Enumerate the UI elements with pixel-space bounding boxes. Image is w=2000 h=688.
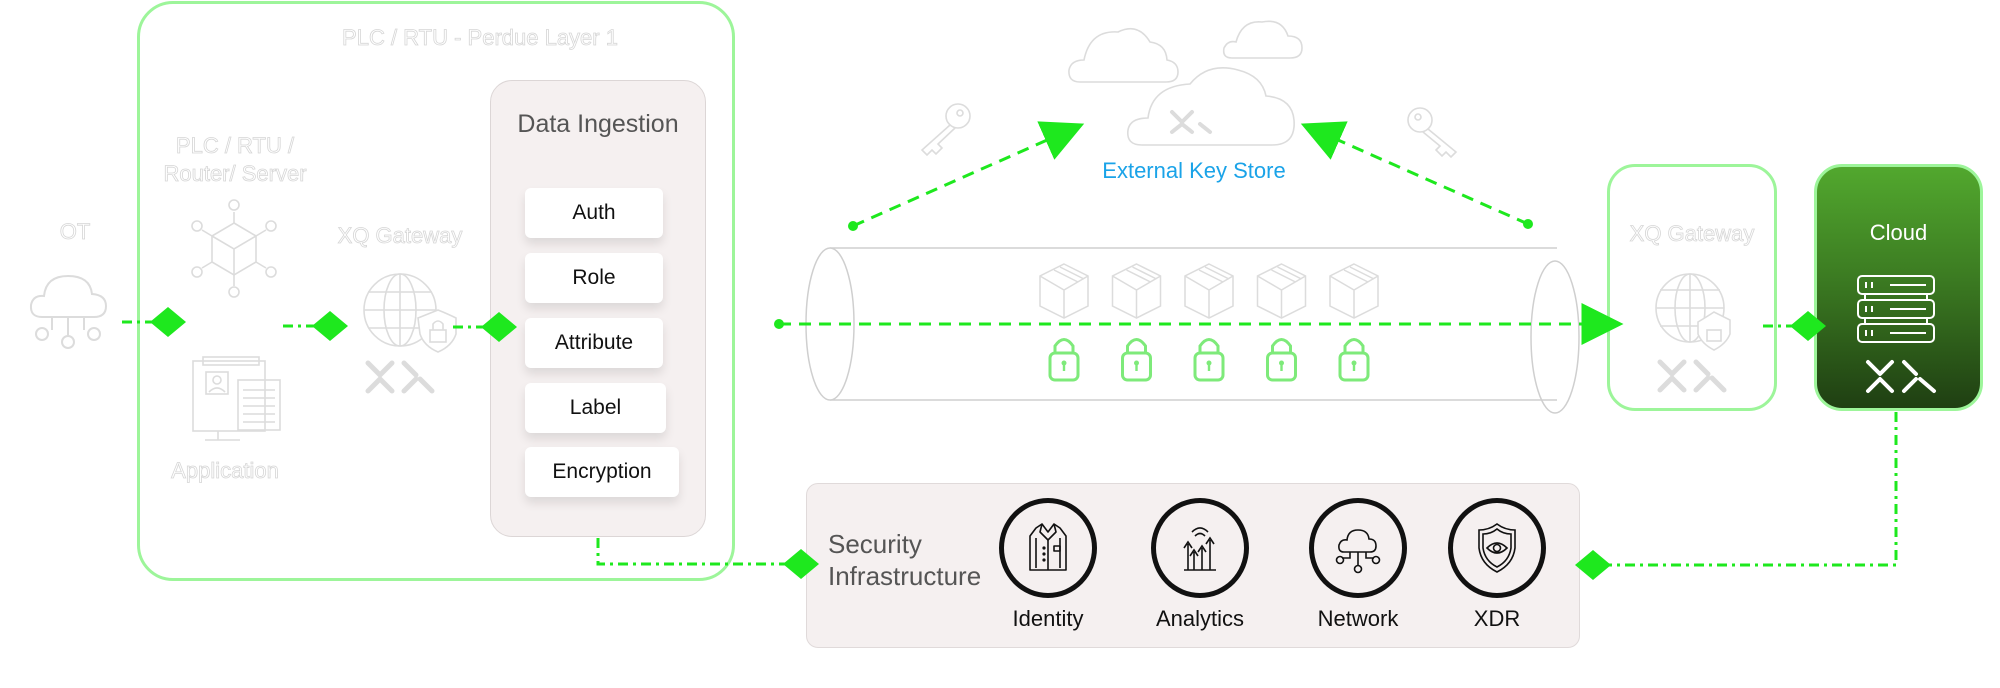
cloud-box	[1814, 164, 1983, 411]
ingestion-item-attribute: Attribute	[525, 318, 663, 368]
xq-logo-cloud-box-icon	[1866, 360, 1936, 393]
shield-eye-icon	[1478, 523, 1516, 573]
ingestion-item-label: Label	[525, 383, 666, 433]
xq-gateway-right-box	[1607, 164, 1777, 411]
external-key-store-label: External Key Store	[1102, 158, 1286, 183]
lock-icon	[1048, 338, 1080, 382]
ot-cloud-icon	[29, 274, 108, 349]
security-title-line2: Infrastructure	[828, 561, 982, 591]
xq-logo-right-gateway-icon	[1657, 359, 1727, 393]
xq-logo-left-icon	[365, 360, 435, 394]
network-label: Network	[1317, 606, 1399, 631]
lock-icon	[1338, 338, 1370, 382]
application-icon	[192, 356, 281, 441]
lock-row	[1048, 338, 1370, 382]
external-key-store-clouds-icon	[1068, 20, 1303, 146]
package-icon	[1111, 263, 1162, 319]
connector-ingestion-to-security	[596, 538, 819, 579]
lock-icon	[1266, 338, 1297, 382]
security-infrastructure-title: Security Infrastructure	[828, 528, 981, 592]
analytics-arrows-icon	[1183, 527, 1216, 571]
package-icon	[1039, 263, 1089, 319]
key-left-icon	[920, 103, 971, 157]
package-row	[1039, 263, 1379, 319]
xq-gateway-left-label: XQ Gateway	[337, 223, 463, 249]
connector-tunnel-to-keystore-left	[848, 121, 1085, 231]
connector-cloud-to-security	[1575, 412, 1898, 580]
package-icon	[1329, 263, 1379, 319]
plc-rtu-layer-frame	[137, 1, 735, 581]
security-title-line1: Security	[828, 529, 922, 559]
connector-tunnel-flow	[774, 303, 1624, 345]
xdr-label: XDR	[1473, 606, 1521, 631]
package-icon	[1256, 263, 1307, 319]
plc-frame-title: PLC / RTU - Perdue Layer 1	[342, 25, 619, 51]
xdr-circle	[1448, 498, 1546, 598]
connector-tunnel-to-keystore-right	[1300, 121, 1533, 229]
encrypted-tunnel	[805, 247, 1580, 414]
key-right-icon	[1407, 107, 1458, 159]
lock-icon	[1121, 338, 1152, 382]
network-circle	[1309, 498, 1407, 598]
identity-circle	[999, 498, 1097, 598]
analytics-circle	[1151, 498, 1249, 598]
cloud-label: Cloud	[1869, 220, 1928, 245]
ot-label: OT	[59, 219, 91, 245]
globe-lock-right-icon	[1655, 273, 1731, 351]
cloud-network-icon	[1335, 529, 1381, 574]
ingestion-item-role: Role	[525, 253, 663, 303]
ingestion-item-auth: Auth	[525, 188, 663, 238]
package-icon	[1184, 263, 1234, 319]
plc-hub-icon	[191, 199, 277, 298]
application-label: Application	[171, 458, 279, 484]
lock-icon	[1193, 338, 1225, 382]
jacket-icon	[1029, 523, 1067, 571]
data-ingestion-title: Data Ingestion	[517, 110, 679, 138]
ingestion-item-encryption: Encryption	[525, 447, 679, 497]
plc-device-label-line1: PLC / RTU /	[175, 133, 295, 159]
plc-device-label-line2: Router/ Server	[163, 160, 307, 186]
analytics-label: Analytics	[1155, 606, 1245, 631]
server-stack-icon	[1857, 275, 1935, 343]
globe-lock-icon	[363, 273, 457, 353]
plc-device-label: PLC / RTU / Router/ Server	[140, 132, 330, 187]
xq-gateway-right-label: XQ Gateway	[1629, 221, 1755, 247]
xq-logo-cloud-icon	[1170, 110, 1212, 134]
identity-label: Identity	[1012, 606, 1084, 631]
